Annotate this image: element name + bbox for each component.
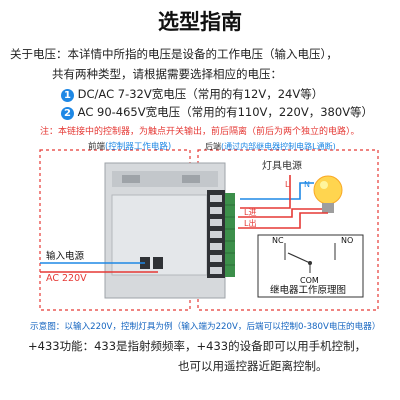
no-label: NO	[341, 236, 353, 245]
isolation-note: 注：本链接中的控制器，为触点开关输出，前后隔离（前后为两个独立的电路）。	[40, 127, 360, 137]
voltage-heading: 关于电压：本详情中所指的电压是设备的工作电压（输入电压），	[10, 47, 338, 61]
voltage-option-1: 1 DC/AC 7-32V宽电压（常用的有12V，24V等）	[61, 86, 323, 102]
l-out-label: L出	[244, 218, 256, 228]
l-wire-top	[240, 175, 291, 209]
page-title: 选型指南	[158, 10, 242, 34]
number-1-icon: 1	[61, 89, 74, 102]
voltage-option-1-text: DC/AC 7-32V宽电压（常用的有12V，24V等）	[77, 87, 324, 101]
l-in-label: L进	[244, 208, 256, 217]
remote-line2: 也可以用遥控器近距离控制。	[178, 359, 328, 373]
nc-label: NC	[272, 236, 284, 245]
voltage-line2: 共有两种类型，请根据需要选择相应的电压：	[52, 67, 282, 81]
example-caption: 示意图：以输入220V，控制灯具为例（输入端为220V，后端可以控制0-380V…	[30, 322, 381, 332]
l-label: L	[285, 180, 290, 189]
front-label: 前端(控制器工作电路)	[88, 141, 171, 152]
input-power-label: 输入电源	[46, 250, 85, 262]
relay-title: 继电器工作原理图	[270, 284, 346, 296]
com-label: COM	[300, 276, 319, 285]
l-in-wire	[238, 208, 322, 218]
input-value-label: AC 220V	[46, 273, 87, 284]
remote-line1: +433功能：433是指射频频率，+433的设备即可以用手机控制，	[28, 339, 367, 353]
n-label: N	[304, 180, 310, 189]
back-label: 后端(通过内部继电器控制电路L通断)	[205, 141, 336, 151]
l-out-wire	[238, 212, 328, 229]
wiring-diagram: 前端(控制器工作电路) 后端(通过内部继电器控制电路L通断) 灯具电源 L N …	[39, 141, 379, 311]
number-2-icon: 2	[61, 107, 74, 120]
neutral-wire	[240, 182, 314, 200]
voltage-option-2-text: AC 90-465V宽电压（常用的有110V，220V，380V等）	[77, 105, 374, 119]
lamp-power-label: 灯具电源	[262, 159, 302, 172]
controller-module	[104, 162, 235, 299]
light-bulb-icon	[313, 175, 343, 213]
relay-diagram	[257, 234, 364, 298]
voltage-option-2: 2 AC 90-465V宽电压（常用的有110V，220V，380V等）	[61, 104, 373, 120]
